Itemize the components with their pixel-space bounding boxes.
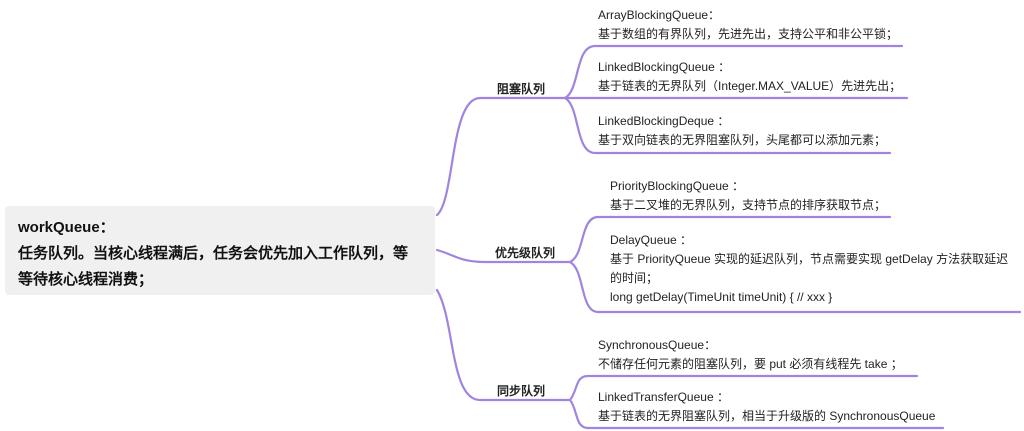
leaf-title: ArrayBlockingQueue： (598, 8, 721, 22)
connector-synchronous (568, 374, 919, 402)
leaf-text: 的时间； (610, 271, 659, 285)
branch-sync-queue[interactable]: 同步队列 (497, 384, 546, 398)
branch-priority-queue[interactable]: 优先级队列 (495, 246, 556, 260)
leaf-title: DelayQueue ： (610, 233, 693, 247)
leaf-text: 基于链表的无界队列（Integer.MAX_VALUE）先进先出； (598, 79, 902, 93)
leaf-text: 基于二叉堆的无界队列，支持节点的排序获取节点； (610, 198, 887, 212)
connector-root-sync (435, 288, 572, 402)
leaf-text: 基于 PriorityQueue 实现的延迟队列，节点需要实现 getDelay… (610, 252, 1009, 266)
connector-deque (563, 96, 892, 155)
leaf-title: LinkedTransferQueue ： (598, 390, 729, 404)
connector-transfer (568, 398, 945, 430)
leaf-title: LinkedBlockingDeque ： (598, 114, 730, 128)
leaf-text: 不储存任何元素的阻塞队列，要 put 必须有线程先 take ； (598, 357, 903, 371)
leaf-linked-transfer-queue[interactable]: LinkedTransferQueue ： 基于链表的无界阻塞队列，相当于升级版… (598, 388, 935, 426)
root-title: workQueue： (18, 219, 115, 236)
connector-array (563, 44, 904, 100)
leaf-text: 基于双向链表的无界阻塞队列，头尾都可以添加元素； (598, 133, 887, 147)
leaf-linked-blocking-deque[interactable]: LinkedBlockingDeque ： 基于双向链表的无界阻塞队列，头尾都可… (598, 112, 886, 150)
root-line-1: 任务队列。当核心线程满后，任务会优先加入工作队列，等 (18, 245, 409, 262)
leaf-delay-queue[interactable]: DelayQueue ： 基于 PriorityQueue 实现的延迟队列，节点… (610, 231, 1008, 307)
connector-root-blocking (435, 96, 567, 217)
branch-blocking-queue[interactable]: 阻塞队列 (497, 82, 546, 96)
connector-root-priority (435, 248, 572, 264)
connector-delay (568, 260, 1022, 314)
leaf-title: PriorityBlockingQueue ： (610, 179, 745, 193)
leaf-code: long getDelay(TimeUnit timeUnit) { // xx… (610, 290, 833, 304)
leaf-title: LinkedBlockingQueue ： (598, 60, 731, 74)
root-line-2: 等待核心线程消费； (18, 271, 154, 288)
leaf-priority-blocking-queue[interactable]: PriorityBlockingQueue ： 基于二叉堆的无界队列，支持节点的… (610, 177, 886, 215)
leaf-array-blocking-queue[interactable]: ArrayBlockingQueue： 基于数组的有界队列，先进先出，支持公平和… (598, 6, 898, 44)
leaf-text: 基于链表的无界阻塞队列，相当于升级版的 SynchronousQueue (598, 409, 936, 423)
leaf-linked-blocking-queue[interactable]: LinkedBlockingQueue ： 基于链表的无界队列（Integer.… (598, 58, 901, 96)
leaf-synchronous-queue[interactable]: SynchronousQueue： 不储存任何元素的阻塞队列，要 put 必须有… (598, 336, 903, 374)
leaf-title: SynchronousQueue： (598, 338, 717, 352)
root-node-workqueue[interactable]: workQueue： 任务队列。当核心线程满后，任务会优先加入工作队列，等 等待… (5, 206, 435, 295)
connector-priorityblocking (568, 215, 892, 264)
leaf-text: 基于数组的有界队列，先进先出，支持公平和非公平锁； (598, 27, 899, 41)
